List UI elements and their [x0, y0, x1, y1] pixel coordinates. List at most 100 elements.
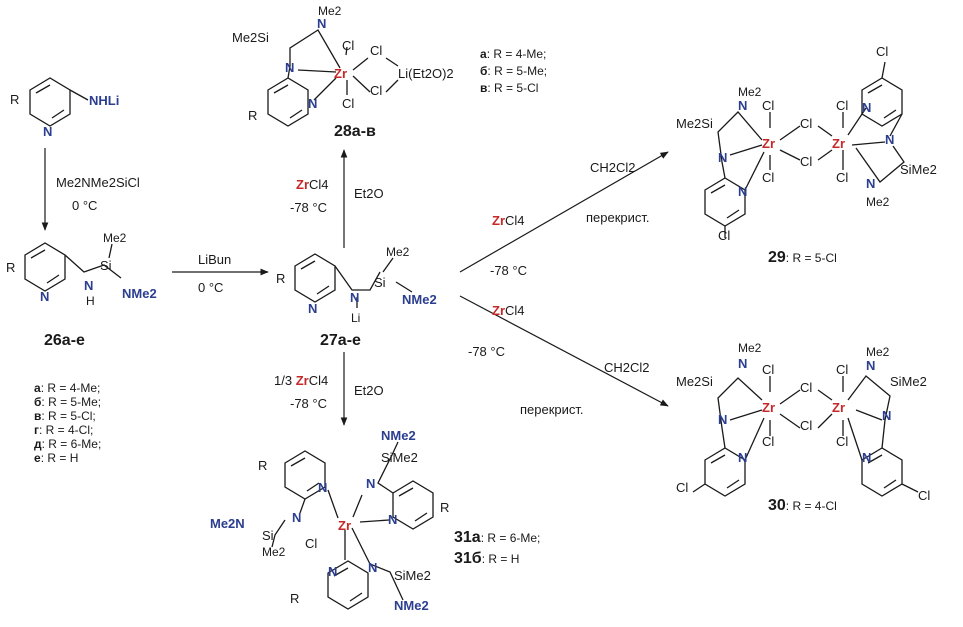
amide-nitrogen: N: [882, 408, 891, 423]
n-methyl: Me2: [318, 4, 342, 18]
zirconium-atom: Zr: [338, 518, 351, 533]
zirconium-atom: Zr: [762, 400, 775, 415]
svg-text:б: R = 5-Me;: б: R = 5-Me;: [34, 395, 101, 409]
r-group: R: [258, 458, 267, 473]
label-27: 27а-е: [320, 332, 361, 349]
amine-nitrogen: N: [84, 278, 93, 293]
svg-text:в: R = 5-Cl;: в: R = 5-Cl;: [34, 409, 96, 423]
svg-text:31б: R = H: 31б: R = H: [454, 550, 519, 567]
chlorine-atom: Cl: [305, 536, 317, 551]
compound-28: R N N Me2Si N Me2 Zr Cl Cl Cl Cl Li(Et2O…: [232, 4, 454, 140]
reagent-ch2cl2: CH2Cl2: [590, 160, 636, 175]
donor-nitrogen: N: [738, 356, 747, 371]
reagent-recryst: перекрист.: [586, 210, 650, 225]
chlorine-atom: Cl: [918, 488, 930, 503]
r-group: R: [6, 260, 15, 275]
reagent-zr: Zr: [296, 177, 309, 192]
me2si-group: Me2Si: [676, 116, 713, 131]
svg-text:д: R = 6-Me;: д: R = 6-Me;: [34, 437, 101, 451]
reagent-temp-78: -78 °C: [290, 396, 327, 411]
r-group: R: [248, 108, 257, 123]
svg-text:1/3 ZrCl4: 1/3 ZrCl4: [274, 373, 328, 388]
chlorine-atom: Cl: [836, 434, 848, 449]
legend-26-key: б: [34, 395, 41, 409]
pyridine-nitrogen: N: [738, 450, 747, 465]
chlorine-atom: Cl: [762, 170, 774, 185]
chlorine-atom: Cl: [718, 228, 730, 243]
reagent-temp-78: -78 °C: [468, 344, 505, 359]
me2n-group: Me2N: [210, 516, 245, 531]
reagent-cl4: Cl4: [505, 213, 525, 228]
chlorine-atom: Cl: [762, 362, 774, 377]
donor-nitrogen: N: [866, 176, 875, 191]
reagent-zr: Zr: [492, 303, 505, 318]
legend-28-text: : R = 5-Cl: [487, 81, 538, 95]
donor-nitrogen: N: [738, 98, 747, 113]
reagent-temp-0c: 0 °C: [72, 198, 97, 213]
n-methyl: Me2: [866, 345, 890, 359]
legend-28-key: б: [480, 64, 487, 78]
label-31: 31а: R = 6-Me; 31б: R = H: [454, 529, 540, 567]
svg-text:а: R = 4-Me;: а: R = 4-Me;: [34, 381, 100, 395]
chlorine-atom: Cl: [676, 480, 688, 495]
amide-nitrogen: N: [885, 132, 894, 147]
si-methyl: Me2: [103, 231, 127, 245]
compound-31: R N N Si Me2N Me2 Cl Zr NMe2 SiMe2 N N R…: [210, 428, 449, 613]
amide-nitrogen: N: [368, 560, 377, 575]
label-31a-r: : R = 6-Me;: [481, 531, 541, 545]
chlorine-bridge: Cl: [370, 83, 382, 98]
svg-text:е: R = H: е: R = H: [34, 451, 78, 465]
legend-26-key: г: [34, 423, 39, 437]
pyridine-nitrogen: N: [40, 289, 49, 304]
reagent-cl4: Cl4: [309, 373, 329, 388]
reagent-zr: Zr: [296, 373, 309, 388]
compound-29: Cl N N Me2Si N Me2 Zr Cl Cl Cl Cl Zr Cl …: [676, 44, 937, 266]
reagent-et2o: Et2O: [354, 383, 384, 398]
n-methyl: Me2: [866, 195, 890, 209]
chlorine-atom: Cl: [342, 96, 354, 111]
legend-28-text: : R = 5-Me;: [487, 64, 547, 78]
zirconium-atom: Zr: [762, 136, 775, 151]
r-group: R: [440, 500, 449, 515]
legend-26-key: е: [34, 451, 41, 465]
legend-28-key: в: [480, 81, 487, 95]
legend-26-text: : R = 4-Me;: [41, 381, 101, 395]
sime2-group: SiMe2: [900, 162, 937, 177]
silicon-atom: Si: [374, 275, 386, 290]
si-methyl: Me2: [386, 245, 410, 259]
legend-28-text: : R = 4-Me;: [487, 47, 547, 61]
amide-nitrogen: N: [718, 150, 727, 165]
legend-26-text: : R = 4-Cl;: [39, 423, 93, 437]
svg-text:б: R = 5-Me;: б: R = 5-Me;: [480, 64, 547, 78]
pyridine-nitrogen: N: [43, 124, 52, 139]
legend-26: а: R = 4-Me; б: R = 5-Me; в: R = 5-Cl; г…: [34, 381, 101, 465]
zirconium-atom: Zr: [832, 136, 845, 151]
chlorine-bridge: Cl: [370, 43, 382, 58]
chlorine-atom: Cl: [762, 98, 774, 113]
nme2-group: NMe2: [381, 428, 416, 443]
n-methyl: Me2: [738, 341, 762, 355]
chlorine-atom: Cl: [342, 38, 354, 53]
label-31a: 31а: [454, 529, 481, 546]
nme2-group: NMe2: [122, 286, 157, 301]
chlorine-bridge: Cl: [800, 116, 812, 131]
reagent-temp-78: -78 °C: [290, 200, 327, 215]
lithium-atom: Li: [351, 311, 360, 325]
chlorine-atom: Cl: [876, 44, 888, 59]
r-group: R: [276, 271, 285, 286]
compound-26: R N N H Si Me2 NMe2 26а-е: [6, 231, 157, 349]
nme2-group: NMe2: [394, 598, 429, 613]
chlorine-bridge: Cl: [800, 380, 812, 395]
svg-text:31а: R = 6-Me;: 31а: R = 6-Me;: [454, 529, 540, 546]
donor-nitrogen: N: [866, 358, 875, 373]
chlorine-bridge: Cl: [800, 154, 812, 169]
amide-nitrogen: N: [718, 412, 727, 427]
reagent-zr: Zr: [492, 213, 505, 228]
pyridine-nitrogen: N: [388, 512, 397, 527]
svg-text:30: R = 4-Cl: 30: R = 4-Cl: [768, 497, 837, 514]
me2si-group: Me2Si: [676, 374, 713, 389]
label-31b: 31б: [454, 550, 482, 567]
legend-26-key: в: [34, 409, 41, 423]
svg-text:ZrCl4: ZrCl4: [492, 213, 525, 228]
label-31b-r: : R = H: [482, 552, 520, 566]
